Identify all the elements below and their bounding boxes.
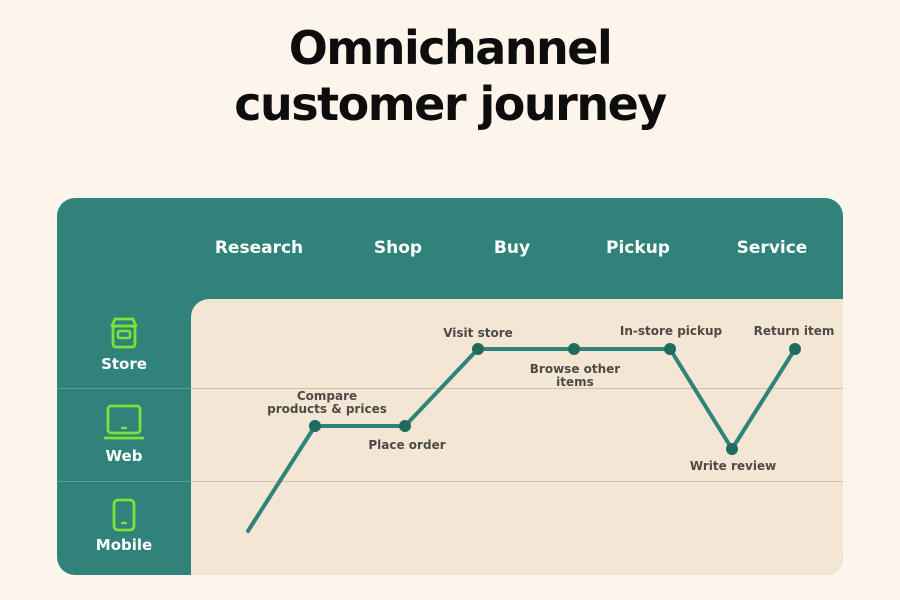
step-label-write-review: Write review [689,459,777,473]
row-divider [57,481,191,482]
row-divider [191,481,843,482]
channel-label-store: Store [101,355,147,373]
page-title: Omnichannel customer journey [0,20,900,132]
stage-research: Research [214,238,304,258]
channel-label-mobile: Mobile [95,536,153,554]
title-line-2: customer journey [234,77,667,131]
journey-card: Research Shop Buy Pickup Service Store W… [57,198,843,575]
store-icon [110,317,138,349]
stage-buy: Buy [493,238,531,258]
journey-point-3 [472,343,484,355]
journey-point-4 [568,343,580,355]
step-label-in-store-pickup: In-store pickup [619,324,723,338]
channel-store: Store [57,315,191,373]
row-divider [57,388,191,389]
row-divider [191,388,843,389]
journey-point-2 [399,420,411,432]
journey-line-chart [246,343,801,533]
channel-mobile: Mobile [57,498,191,554]
stage-shop: Shop [373,238,423,258]
channel-label-web: Web [105,447,143,465]
step-label-visit-store: Visit store [443,326,513,340]
step-label-place-order: Place order [368,438,446,452]
journey-point-7 [789,343,801,355]
journey-point-6 [726,443,738,455]
stage-service: Service [736,238,808,258]
journey-point-1 [309,420,321,432]
smartphone-icon [112,498,136,532]
laptop-icon [103,404,145,440]
title-line-1: Omnichannel [288,21,613,75]
journey-point-5 [664,343,676,355]
journey-path [246,347,797,533]
step-label-return-item: Return item [753,324,835,338]
channel-web: Web [57,403,191,465]
stage-pickup: Pickup [606,238,670,258]
